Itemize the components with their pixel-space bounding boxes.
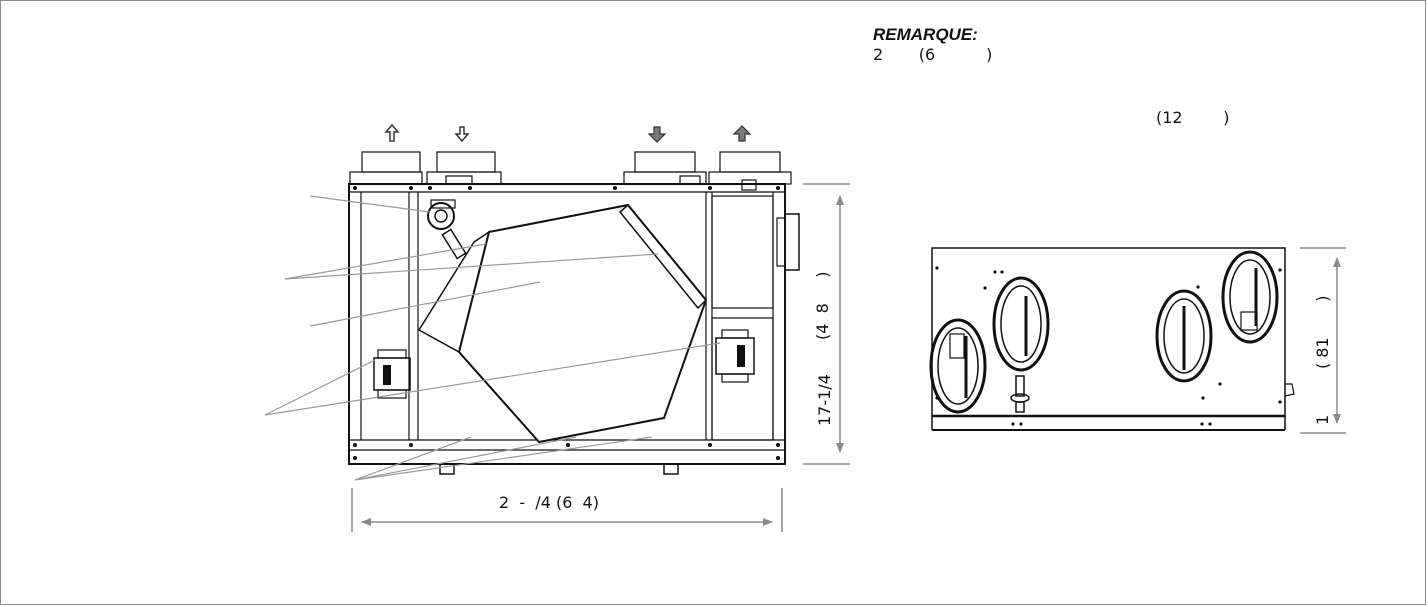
main-unit [348,151,800,475]
screws [353,186,780,460]
port-3 [1155,289,1213,383]
drain-right [663,463,679,475]
port-2 [992,276,1050,372]
damper-motor [427,199,467,260]
left-blower [373,349,411,399]
note-text-2: (12 ) [1156,108,1230,127]
note-title: REMARQUE: [873,25,978,44]
leader-lines [264,195,721,481]
note-text: 2 (6 ) [873,45,993,64]
port-4 [1221,250,1279,344]
outline-up-arrow [384,123,400,142]
heat-recovery-core [417,203,708,444]
duct-collar-1 [349,151,423,185]
side-height-dimension-label: 1 ( 81 ) [1313,295,1332,425]
duct-collar-2 [426,151,502,185]
width-dimension-label: 2 - /4 (6 4) [499,493,599,512]
duct-collar-3 [623,151,707,185]
filled-up-arrow [732,125,752,142]
cabinet-outline [348,183,786,465]
side-handle [784,213,800,271]
port-1 [929,318,987,414]
height-metric-label: (4 8 ) [813,271,832,340]
filled-down-arrow [647,126,667,143]
outline-down-arrow [454,126,470,143]
side-view-unit [929,247,1295,431]
dimension-lines [351,183,1346,532]
right-blower [715,329,755,383]
height-dimension-label: 17-1/4 [815,374,834,426]
side-drain [1010,375,1030,413]
side-screws [935,266,1282,426]
control-box [711,195,774,309]
drain-left [439,463,455,475]
